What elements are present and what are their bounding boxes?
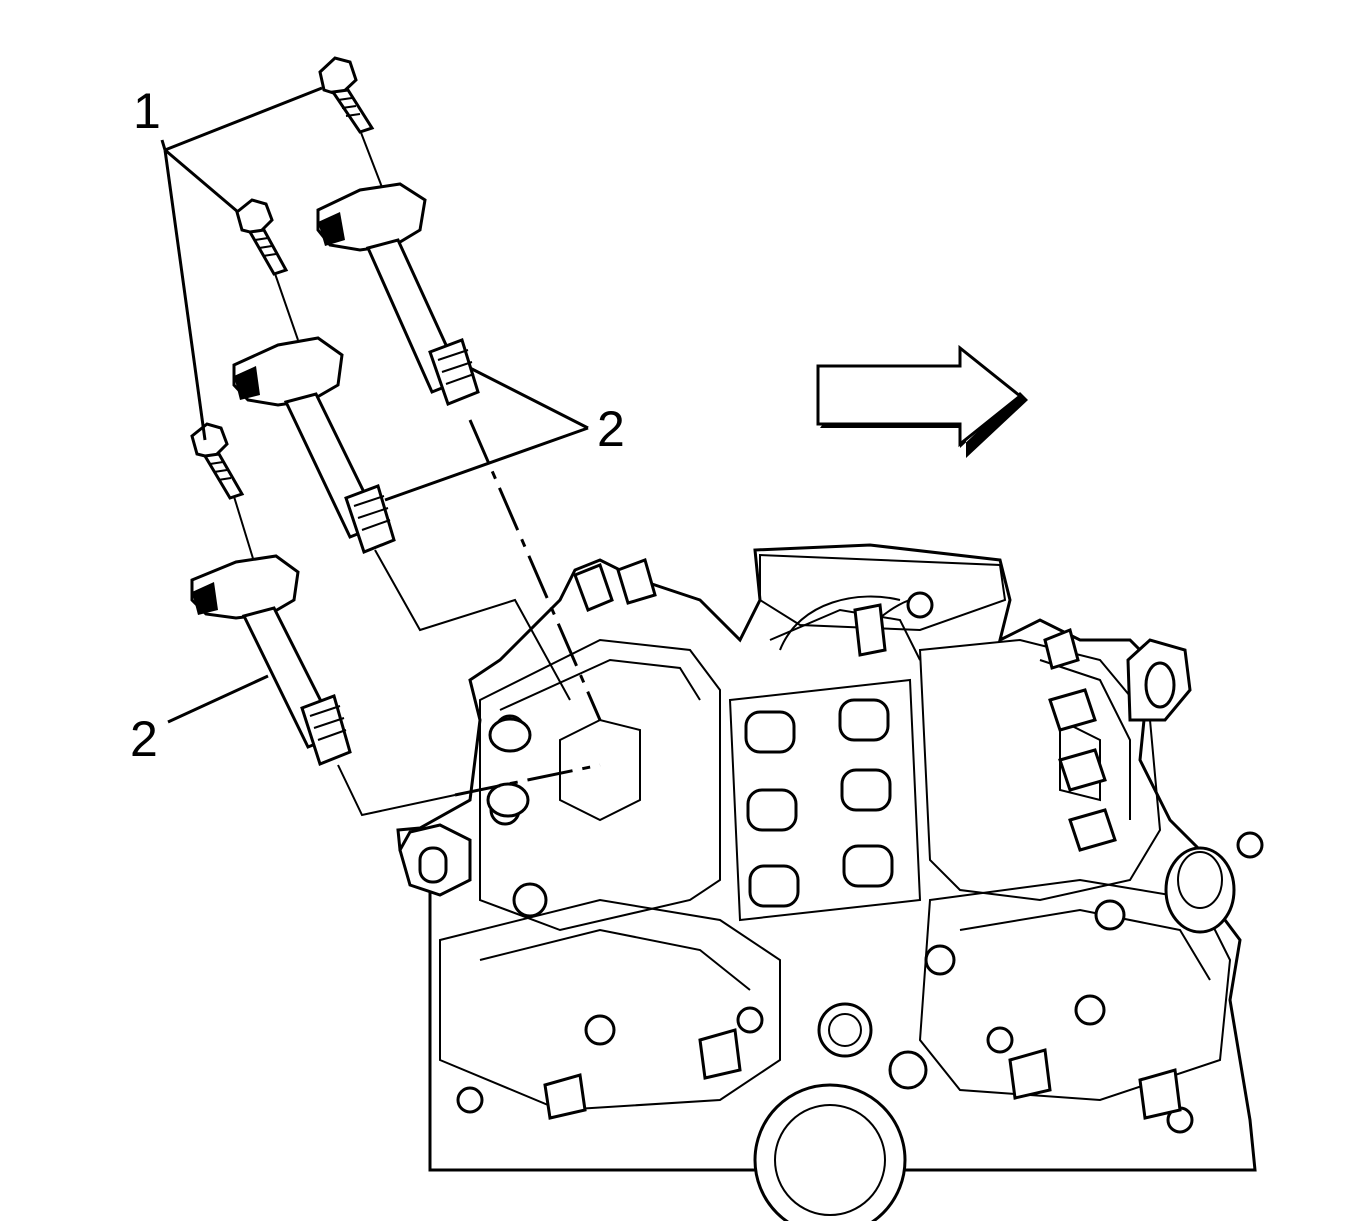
callout-2-label-right: 2: [597, 401, 625, 457]
coil-bolt-bottom: [190, 422, 245, 500]
ignition-coil-middle: [232, 336, 396, 554]
direction-arrow-icon: [816, 344, 1028, 458]
alignment-lines: [231, 129, 602, 817]
callout-leaders: [160, 86, 589, 724]
ignition-coil-top: [316, 182, 480, 406]
callout-1-label: 1: [133, 83, 161, 139]
coil-bolt-middle: [235, 198, 289, 276]
engine-assembly: [396, 543, 1264, 1221]
coil-bolt-top: [318, 56, 375, 134]
callout-2-label-left: 2: [130, 711, 158, 767]
ignition-coil-bottom: [190, 554, 352, 766]
